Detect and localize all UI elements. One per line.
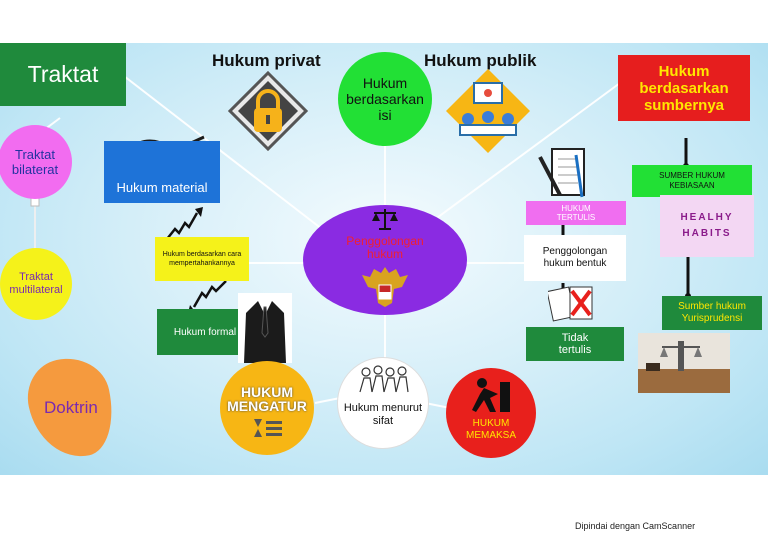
presentation-icon [444, 67, 532, 155]
hukum-isi-circle: Hukum berdasarkan isi [338, 52, 432, 146]
hukum-tertulis-label: HUKUM TERTULIS [556, 204, 596, 222]
hourglass-icon [250, 415, 284, 441]
squiggle-arrow-up [165, 205, 205, 241]
hukum-mengatur-label: HUKUM MENGATUR [227, 384, 307, 414]
lock-icon [228, 71, 308, 151]
hukum-isi-label: Hukum berdasarkan isi [346, 75, 424, 123]
hukum-cara-label: Hukum berdasarkan cara mempertahankannya [162, 251, 242, 267]
mind-map-canvas: Traktat Hukum privat Hukum publik Hukum … [0, 43, 768, 475]
hukum-memaksa-circle: HUKUM MEMAKSA [446, 368, 536, 458]
notebook-icon [538, 147, 588, 199]
scanner-footer: Dipindai dengan CamScanner [575, 521, 696, 531]
sumber-yurisprudensi-label: Sumber hukum Yurisprudensi [678, 301, 746, 324]
traktat-bilateral-circle: Traktat bilaterat [0, 125, 72, 199]
hukum-cara-box: Hukum berdasarkan cara mempertahankannya [155, 237, 249, 281]
tidak-tertulis-box: Tidak tertulis [526, 327, 624, 361]
scales-icon [371, 207, 399, 231]
hukum-tertulis-box: HUKUM TERTULIS [526, 201, 626, 225]
hukum-formal-label: Hukum formal [173, 326, 237, 338]
sumber-kebiasaan-label: SUMBER HUKUM KEBIASAAN [659, 171, 725, 190]
garuda-icon [360, 263, 410, 309]
sumber-yurisprudensi-box: Sumber hukum Yurisprudensi [662, 296, 762, 330]
tidak-tertulis-label: Tidak tertulis [558, 332, 592, 356]
line-traktat [119, 72, 341, 244]
hukum-sumber-box: Hukum berdasarkan sumbernya [618, 55, 750, 121]
hukum-sumber-label: Hukum berdasarkan sumbernya [639, 62, 729, 114]
hukum-bentuk-label: Penggolongan hukum bentuk [542, 246, 608, 269]
crossed-papers-icon [548, 283, 596, 325]
hukum-sifat-label: Hukum menurut sifat [343, 402, 423, 427]
hukum-formal-box: Hukum formal [157, 309, 253, 355]
hukum-publik-title: Hukum publik [424, 51, 537, 70]
traktat-multilateral-label: Traktat multilateral [9, 271, 63, 296]
doktrin-label: Doktrin [44, 398, 98, 418]
hukum-bentuk-box: Penggolongan hukum bentuk [524, 235, 626, 281]
traktat-box: Traktat [0, 43, 126, 106]
hukum-privat-title: Hukum privat [212, 51, 321, 70]
traktat-bilateral-label: Traktat bilaterat [11, 147, 59, 177]
healthy-habits-image: HEALHY HABITS [660, 195, 754, 257]
line-sumber [429, 82, 621, 224]
courtroom-photo [638, 333, 730, 393]
line-memaksa [424, 402, 451, 409]
hukum-material-box: Hukum material [104, 141, 220, 203]
sumber-kebiasaan-box: SUMBER HUKUM KEBIASAAN [632, 165, 752, 197]
crowd-sketch-icon [356, 364, 410, 394]
pushing-man-icon [470, 376, 514, 414]
traktat-multilateral-circle: Traktat multilateral [0, 248, 72, 320]
line-mengatur [314, 397, 341, 404]
traktat-label: Traktat [27, 61, 99, 87]
hukum-material-label: Hukum material [116, 180, 208, 195]
healthy-habits-label: HEALHY HABITS [680, 212, 734, 239]
center-label: Penggolongan hukum [346, 234, 424, 261]
hukum-memaksa-label: HUKUM MEMAKSA [465, 418, 516, 441]
hukum-mengatur-circle: HUKUM MENGATUR [220, 361, 314, 455]
hukum-sifat-circle: Hukum menurut sifat [338, 358, 428, 448]
suit-icon [238, 293, 292, 363]
center-ellipse: Penggolongan hukum [303, 205, 467, 315]
